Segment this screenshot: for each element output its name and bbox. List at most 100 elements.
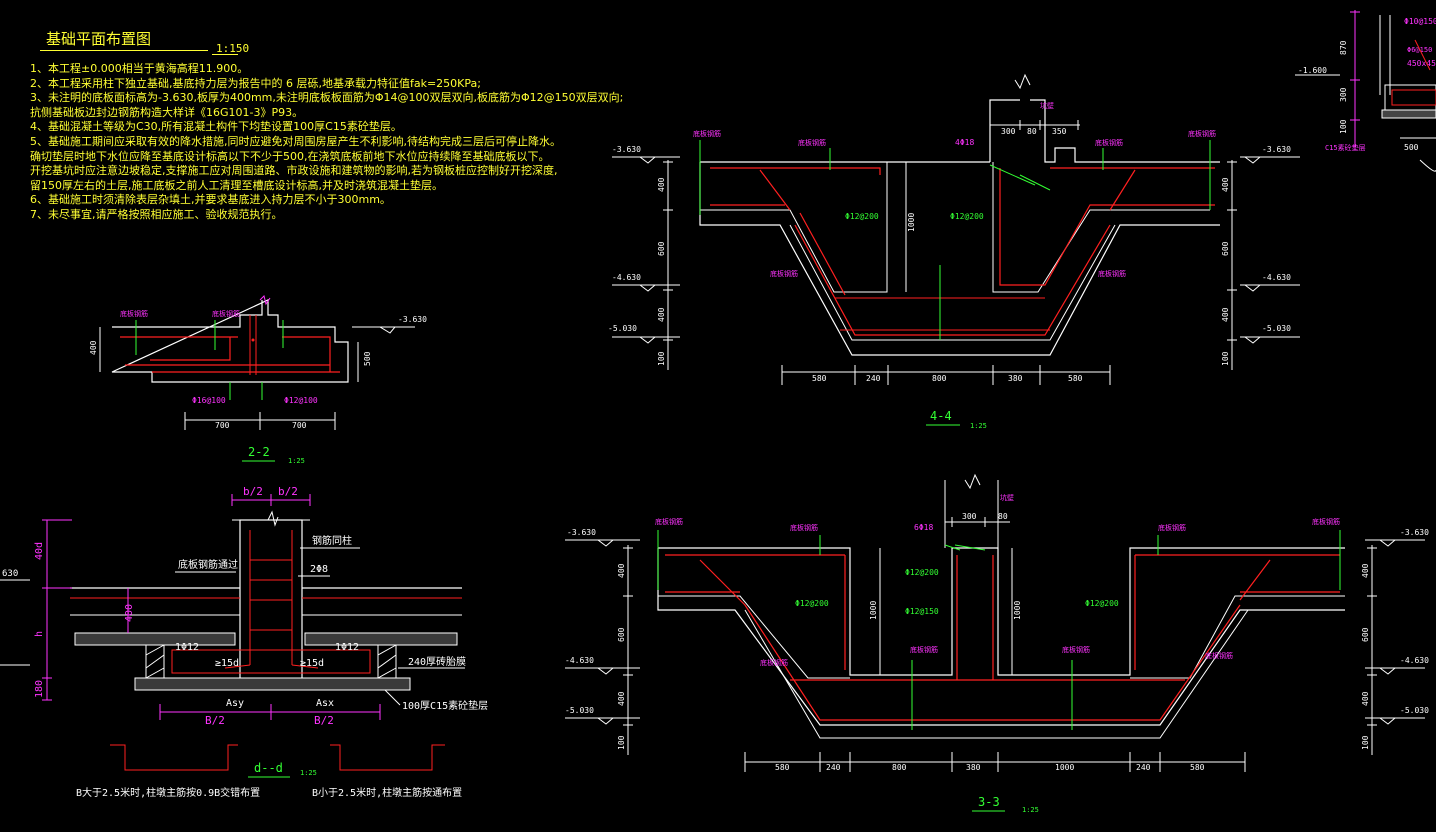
s22-elev: -3.630: [398, 315, 427, 324]
detail-dim-100: 100: [1339, 119, 1348, 134]
s33-label-3: 底板钢筋: [790, 523, 818, 532]
s33-label-5: 底板钢筋: [760, 658, 788, 667]
s44-db-3: 800: [932, 374, 947, 383]
dd-label-asy: Asy: [226, 698, 244, 709]
s44-db-4: 380: [1008, 374, 1023, 383]
detail-dim-300: 300: [1339, 87, 1348, 102]
plan-scale: 1:150: [216, 42, 250, 55]
s22-dim-b1: 700: [215, 421, 230, 430]
dd-elev-fragment: 630: [2, 569, 18, 579]
s33-rebar-1: Φ12@200: [795, 599, 829, 608]
s33-dr-3: 400: [1361, 691, 1370, 706]
dd-label-1phi12-left: 1Φ12: [175, 642, 199, 653]
s44-elev-6: -5.030: [1262, 324, 1291, 333]
s33-scale: 1:25: [1022, 806, 1039, 814]
dd-dim-h: h: [34, 631, 45, 637]
dd-dim-180: 180: [34, 680, 45, 698]
dd-label-2phi8: 2Φ8: [310, 564, 328, 575]
s22-title: 2-2: [248, 445, 270, 459]
plan-title-underline: [40, 50, 208, 51]
dd-label-bottom-rebar: 底板钢筋通过: [178, 558, 238, 571]
s44-dl-2: 600: [657, 241, 666, 256]
s33-dim-1000b: 1000: [1013, 601, 1022, 620]
plan-scale-underline: [212, 54, 238, 55]
s22-dim-right: 500: [363, 351, 372, 366]
s44-db-5: 580: [1068, 374, 1083, 383]
s22-label-1: 底板钢筋: [120, 309, 148, 318]
s33-db-7: 580: [1190, 763, 1205, 772]
s33-db-3: 800: [892, 763, 907, 772]
s44-elev-3: -4.630: [612, 273, 641, 282]
s44-dt-2: 80: [1027, 127, 1037, 136]
s33-label-1: 底板钢筋: [655, 517, 683, 526]
dd-label-cushion: 100厚C15素砼垫层: [402, 699, 488, 712]
dd-label-15d-left: ≥15d: [215, 658, 239, 669]
s33-dim-1000a: 1000: [869, 601, 878, 620]
note-line: 6、基础施工时须清除表层杂填土,并要求基底进入持力层不小于300mm。: [30, 193, 391, 207]
s33-dt-1: 300: [962, 512, 977, 521]
note-line: 确切垫层时地下水位应降至基底设计标高以下不少于500,在浇筑底板前地下水位应持续…: [30, 149, 550, 163]
s33-label-7: 底板钢筋: [910, 645, 938, 654]
s44-label-3: 底板钢筋: [798, 138, 826, 147]
s33-label-2: 底板钢筋: [1312, 517, 1340, 526]
s44-elev-1: -3.630: [612, 145, 641, 154]
note-line: 5、基础施工期间应采取有效的降水措施,同时应避免对周围房屋产生不利影响,待结构完…: [30, 134, 561, 148]
s44-dt-3: 350: [1052, 127, 1067, 136]
s33-elev-1: -3.630: [567, 528, 596, 537]
detail-label-cushion: C15素砼垫层: [1325, 143, 1366, 152]
s33-db-5: 1000: [1055, 763, 1074, 772]
dd-dim-top-1: b/2: [243, 485, 263, 498]
s44-scale: 1:25: [970, 422, 987, 430]
dd-scale: 1:25: [300, 769, 317, 777]
s33-elev-4: -4.630: [1400, 656, 1429, 665]
detail-label-450: 450x450: [1407, 59, 1436, 68]
s44-rebar-3: 4Φ18: [955, 138, 974, 147]
s33-dl-2: 600: [617, 627, 626, 642]
dd-note-right: B小于2.5米时,柱墩主筋按通布置: [312, 786, 462, 799]
s33-elev-2: -3.630: [1400, 528, 1429, 537]
dd-dim-bottom-1: B/2: [205, 714, 225, 727]
s44-dr-4: 100: [1221, 351, 1230, 366]
s44-dr-1: 400: [1221, 177, 1230, 192]
s44-label-pit: 坑壁: [1040, 101, 1054, 110]
dd-label-1phi12-right: 1Φ12: [335, 642, 359, 653]
note-line: 抗侧基础板边封边钢筋构造大样详《16G101-3》P93。: [30, 105, 304, 119]
dd-label-asx: Asx: [316, 698, 334, 709]
s44-db-2: 240: [866, 374, 881, 383]
s33-label-8: 底板钢筋: [1062, 645, 1090, 654]
dd-title: d--d: [254, 761, 283, 775]
s33-dl-3: 400: [617, 691, 626, 706]
s33-dl-4: 100: [617, 735, 626, 750]
s22-rebar-2: Φ12@100: [284, 396, 318, 405]
plan-title: 基础平面布置图: [46, 30, 152, 48]
s33-dl-1: 400: [617, 563, 626, 578]
s44-dt-1: 300: [1001, 127, 1016, 136]
s33-rebar-2: Φ12@200: [1085, 599, 1119, 608]
s44-dim-1000: 1000: [907, 213, 916, 232]
s33-elev-3: -4.630: [565, 656, 594, 665]
section-d-d: b/2 b/2 B/2 B/2 40d h 180 400 630 底板钢筋通过…: [0, 485, 488, 799]
s22-label-2: 底板钢筋: [212, 309, 240, 318]
dd-dim-top-2: b/2: [278, 485, 298, 498]
dd-label-15d-right: ≥15d: [300, 658, 324, 669]
s44-dr-3: 400: [1221, 307, 1230, 322]
note-line: 2、本工程采用柱下独立基础,基底持力层为报告中的 6 层砾,地基承载力特征值fa…: [30, 76, 481, 90]
s44-dr-2: 600: [1221, 241, 1230, 256]
dd-label-brick: 240厚砖胎膜: [408, 655, 466, 668]
s33-label-pit: 坑壁: [1000, 493, 1014, 502]
detail-dim-500: 500: [1404, 143, 1419, 152]
s33-db-2: 240: [826, 763, 841, 772]
s33-label-4: 底板钢筋: [1158, 523, 1186, 532]
s44-title: 4-4: [930, 409, 952, 423]
note-line: 开挖基坑时应注意边坡稳定,支撑施工应对周围道路、市政设施和建筑物的影响,若为钢板…: [30, 164, 558, 178]
s22-dim-b2: 700: [292, 421, 307, 430]
s33-dt-2: 80: [998, 512, 1008, 521]
dd-note-left: B大于2.5米时,柱墩主筋按0.9B交错布置: [76, 786, 260, 799]
s44-elev-2: -3.630: [1262, 145, 1291, 154]
detail-dim-870: 870: [1339, 40, 1348, 55]
s44-label-2: 底板钢筋: [1188, 129, 1216, 138]
s44-elev-4: -4.630: [1262, 273, 1291, 282]
s44-label-6: 底板钢筋: [1098, 269, 1126, 278]
s44-dl-3: 400: [657, 307, 666, 322]
